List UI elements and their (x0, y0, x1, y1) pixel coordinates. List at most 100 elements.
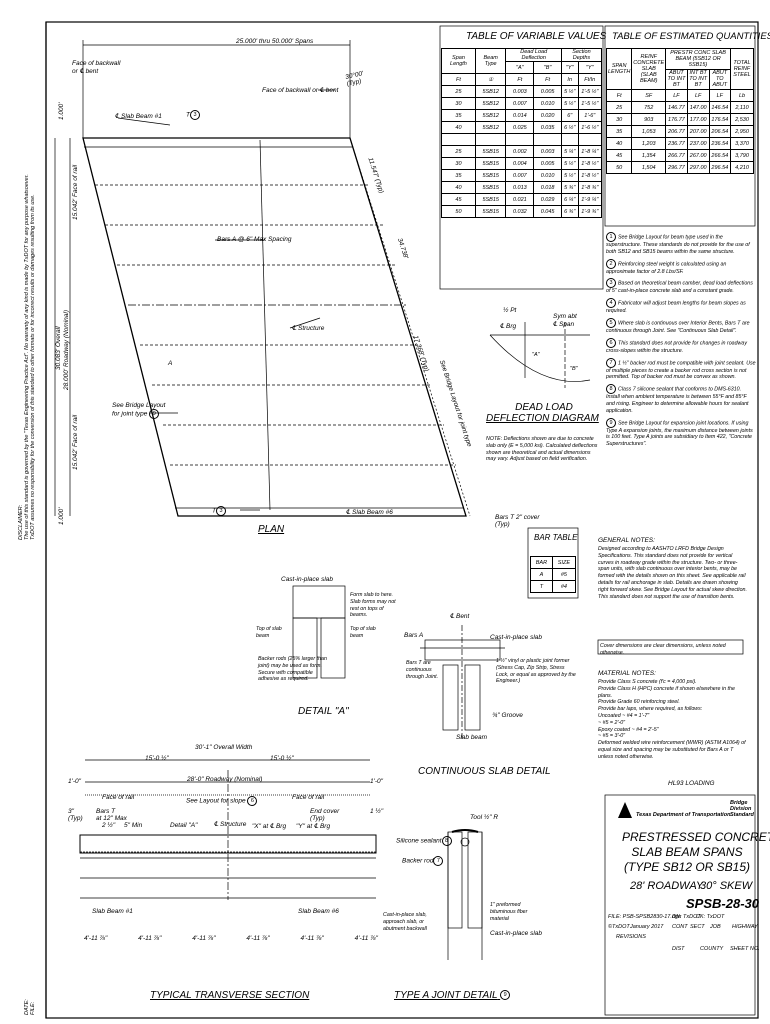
trans-d312: 1 ½" (370, 808, 384, 815)
sect: SECT (690, 924, 705, 930)
county: COUNTY (700, 946, 724, 952)
detail-a-top-beam: Top of slab beam (256, 626, 282, 639)
qt-cell: 1,203 (631, 137, 667, 150)
txdot-logo-icon (616, 800, 634, 820)
note-number: 7 (606, 357, 616, 368)
qt-cell: 30 (605, 113, 633, 126)
note-number: 6 (606, 337, 616, 348)
note-number: 1 (606, 232, 616, 242)
qt-cell: 176.54 (708, 113, 732, 126)
date-file-labels: DATE:FILE: (24, 999, 36, 1015)
qt-cell: 237.00 (686, 137, 710, 150)
vt-row (441, 133, 602, 146)
cont-cip: Cast-in-place slab (490, 634, 543, 641)
general-notes-title: GENERAL NOTES: (598, 537, 655, 544)
material-line: Provide Class H (HPC) concrete if shown … (598, 685, 735, 699)
trans-side-l: 1'-0" (68, 778, 81, 785)
qt-cell: 2,950 (730, 125, 754, 138)
beam-spacing: 4'-11 ⅞" (192, 935, 216, 942)
disclaimer-heading: DISCLAIMER: The use of this standard is … (18, 174, 36, 540)
plan-structure: ℄ Structure (292, 325, 325, 332)
vt-cell: 1'-8 ½" (577, 169, 602, 182)
trans-sb6: Slab Beam #6 (298, 908, 339, 915)
drawing-title: PRESTRESSED CONCRETE SLAB BEAM SPANS (TY… (622, 830, 770, 874)
vt-cell: 6 ½" (560, 121, 579, 134)
vt-cell: 50 (441, 205, 476, 218)
vt-cell: 1'-5 ½" (577, 85, 602, 98)
qt-cell: 1,354 (631, 149, 667, 162)
deflection-a: "A" (532, 352, 540, 358)
qt-cell: 752 (631, 101, 667, 114)
trans-overall: 30'-1" Overall Width (195, 744, 253, 751)
note-text: See Bridge Layout for beam type used in … (606, 234, 750, 255)
vt-cell: 0.020 (533, 109, 562, 122)
trans-spacing: 4'-11 ⅞"4'-11 ⅞"4'-11 ⅞"4'-11 ⅞"4'-11 ⅞"… (84, 935, 378, 942)
qt-cell: 40 (605, 137, 633, 150)
vt-cell: 0.005 (533, 157, 562, 170)
detail-a-backer: Backer rods (25% larger than joint) may … (258, 656, 327, 683)
beam-spacing: 4'-11 ⅞" (354, 935, 378, 942)
plan-label-a: A (168, 360, 173, 367)
material-line: ~ #5 = 2'-0" (598, 719, 626, 726)
trans-detail-a: Detail "A" (170, 822, 198, 829)
vt-cell: 0.035 (533, 121, 562, 134)
copyright: ©TxDOT (608, 924, 630, 930)
skew: 30° SKEW (700, 880, 753, 892)
trans-structure: ℄ Structure (214, 821, 247, 828)
vt-cell (474, 133, 507, 146)
cont-cover: Bars T 2" cover(Typ) (495, 514, 540, 528)
vt-cell: 5SB15 (474, 145, 507, 158)
vt-cell: 1'-9 ¼" (577, 193, 602, 206)
trans-half-r: 15'-0 ½" (270, 755, 294, 762)
plan-dim-15042-top: 15.042' Face of rail (72, 164, 79, 220)
beam-spacing: 4'-11 ⅞" (84, 935, 108, 942)
plan-dim-1000-top: 1.000' (58, 102, 65, 120)
vt-cell: 1'-8 ¾" (577, 181, 602, 194)
detail-a-form: Form slab to here. Slab forms may not re… (350, 592, 396, 619)
vt-cell: 5SB12 (474, 109, 507, 122)
plan-slab-beam-6: ℄ Slab Beam #6 (346, 509, 393, 516)
material-line: Uncoated ~ #4 = 1'-7" (598, 712, 650, 719)
qt-header-slab: REINF CONCRETE SLAB (SLAB BEAM) (631, 48, 667, 90)
vt-cell: 35 (441, 169, 476, 182)
note-text: Class 7 silicone sealant that conforms t… (606, 386, 749, 414)
qt-cell: 3,370 (730, 137, 754, 150)
vt-cell: 5SB12 (474, 97, 507, 110)
vt-cell (505, 133, 535, 146)
bt-cell: #5 (551, 568, 577, 581)
note-text: Based on theoretical beam camber, dead l… (606, 280, 753, 295)
note-number: 2 (606, 258, 616, 269)
bt-row: T#4 (530, 580, 577, 593)
cont-bent: ℄ Bent (450, 613, 470, 620)
vt-cell: 0.005 (533, 85, 562, 98)
qt-cell: 1,504 (631, 161, 667, 174)
material-line: ~ #5 = 3'-0" (598, 733, 626, 740)
material-notes-title: MATERIAL NOTES: (598, 670, 656, 677)
vt-cell: 0.045 (533, 205, 562, 218)
vt-cell: 1'-6" (577, 109, 602, 122)
vt-cell: 6 ¾" (560, 205, 579, 218)
beam-spacing: 4'-11 ⅞" (246, 935, 270, 942)
vt-cell: 5 ½" (560, 157, 579, 170)
vt-cell: 25 (441, 85, 476, 98)
vt-cell: 5SB12 (474, 85, 507, 98)
bt-cell: T (530, 580, 553, 593)
bar-table-title: BAR TABLE (534, 533, 578, 542)
vt-cell: 0.004 (505, 157, 535, 170)
ck: CK: TxDOT (696, 914, 725, 920)
